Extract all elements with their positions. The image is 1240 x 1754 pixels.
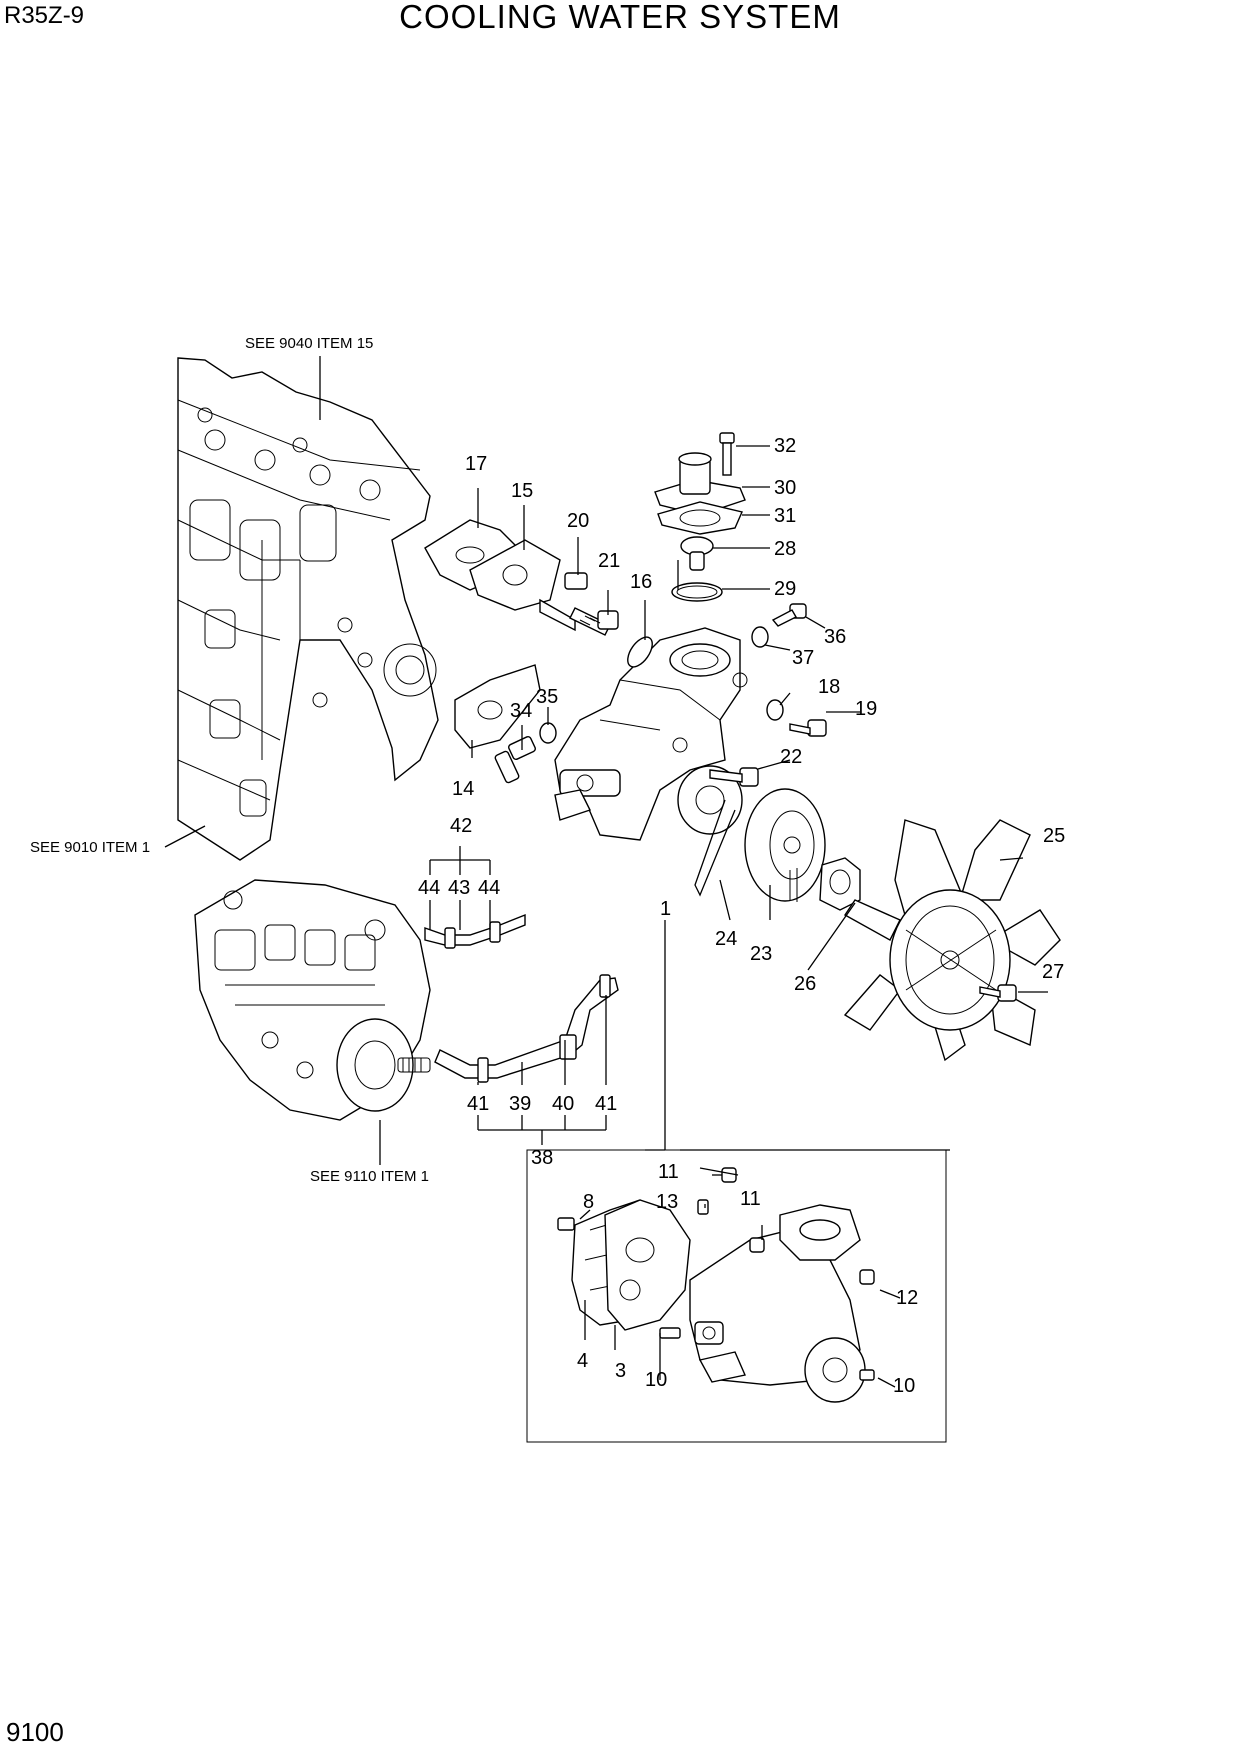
callout-39: 39: [509, 1093, 531, 1115]
callout-19: 19: [855, 698, 877, 720]
callout-10b: 10: [893, 1375, 915, 1397]
cylinder-block-illustration: [177, 357, 439, 861]
ref-cylinder-block: SEE 9010 ITEM 1: [30, 839, 150, 856]
callout-41a: 41: [467, 1093, 489, 1115]
callout-41b: 41: [595, 1093, 617, 1115]
callout-1: 1: [660, 898, 671, 920]
callout-27: 27: [1042, 961, 1064, 983]
callout-16: 16: [630, 571, 652, 593]
callout-31: 31: [774, 505, 796, 527]
callout-24: 24: [715, 928, 737, 950]
callout-10a: 10: [645, 1369, 667, 1391]
callout-38: 38: [531, 1147, 553, 1169]
page-number: 9100: [6, 1717, 64, 1747]
page-title: COOLING WATER SYSTEM: [399, 0, 841, 35]
callout-11b: 11: [740, 1188, 761, 1210]
callout-21: 21: [598, 550, 620, 572]
callout-18: 18: [818, 676, 840, 698]
callout-12: 12: [896, 1287, 918, 1309]
callout-32: 32: [774, 435, 796, 457]
callout-14: 14: [452, 778, 474, 800]
water-pump-illustration: [554, 627, 748, 841]
callout-labels: SEE 9040 ITEM 15 SEE 9010 ITEM 1 SEE 911…: [30, 335, 1065, 1397]
fan-spacer: [819, 857, 861, 911]
reference-leaders: [164, 356, 381, 1165]
bracket-38: [477, 995, 607, 1145]
callout-15: 15: [511, 480, 533, 502]
fan-bolt: [979, 984, 1017, 1002]
callout-43: 43: [448, 877, 470, 899]
callout-25: 25: [1043, 825, 1065, 847]
callout-20: 20: [567, 510, 589, 532]
callout-30: 30: [774, 477, 796, 499]
callout-8: 8: [583, 1191, 594, 1213]
callout-44b: 44: [478, 877, 500, 899]
callout-3: 3: [615, 1360, 626, 1382]
ref-cylinder-head: SEE 9040 ITEM 15: [245, 335, 373, 352]
callout-13: 13: [656, 1191, 678, 1213]
injection-pump-illustration: [194, 879, 431, 1121]
bracket-42: [429, 846, 491, 930]
callout-28: 28: [774, 538, 796, 560]
callout-44a: 44: [418, 877, 440, 899]
callout-29: 29: [774, 578, 796, 600]
callout-26: 26: [794, 973, 816, 995]
left-side-parts: [454, 664, 557, 784]
ref-injection-pump: SEE 9110 ITEM 1: [310, 1168, 429, 1185]
upper-left-parts: [424, 519, 653, 668]
model-code: R35Z-9: [4, 2, 85, 29]
detail-box: [526, 1149, 947, 1443]
callout-40: 40: [552, 1093, 574, 1115]
right-side-bolts: [709, 603, 827, 787]
callout-4: 4: [577, 1350, 588, 1372]
callout-34: 34: [510, 700, 532, 722]
pulley-and-belt: [694, 788, 826, 902]
callout-42: 42: [450, 815, 472, 837]
cooling-fan: [843, 819, 1061, 1062]
callout-36: 36: [824, 626, 846, 648]
hose-42: [424, 913, 526, 949]
callout-22: 22: [780, 746, 802, 768]
callout-17: 17: [465, 453, 487, 475]
water-pipe-38: [434, 974, 619, 1083]
callout-23: 23: [750, 943, 772, 965]
callout-35: 35: [536, 686, 558, 708]
thermostat-stack: [654, 432, 746, 602]
callout-11a: 11: [658, 1161, 679, 1183]
callout-37: 37: [792, 647, 814, 669]
